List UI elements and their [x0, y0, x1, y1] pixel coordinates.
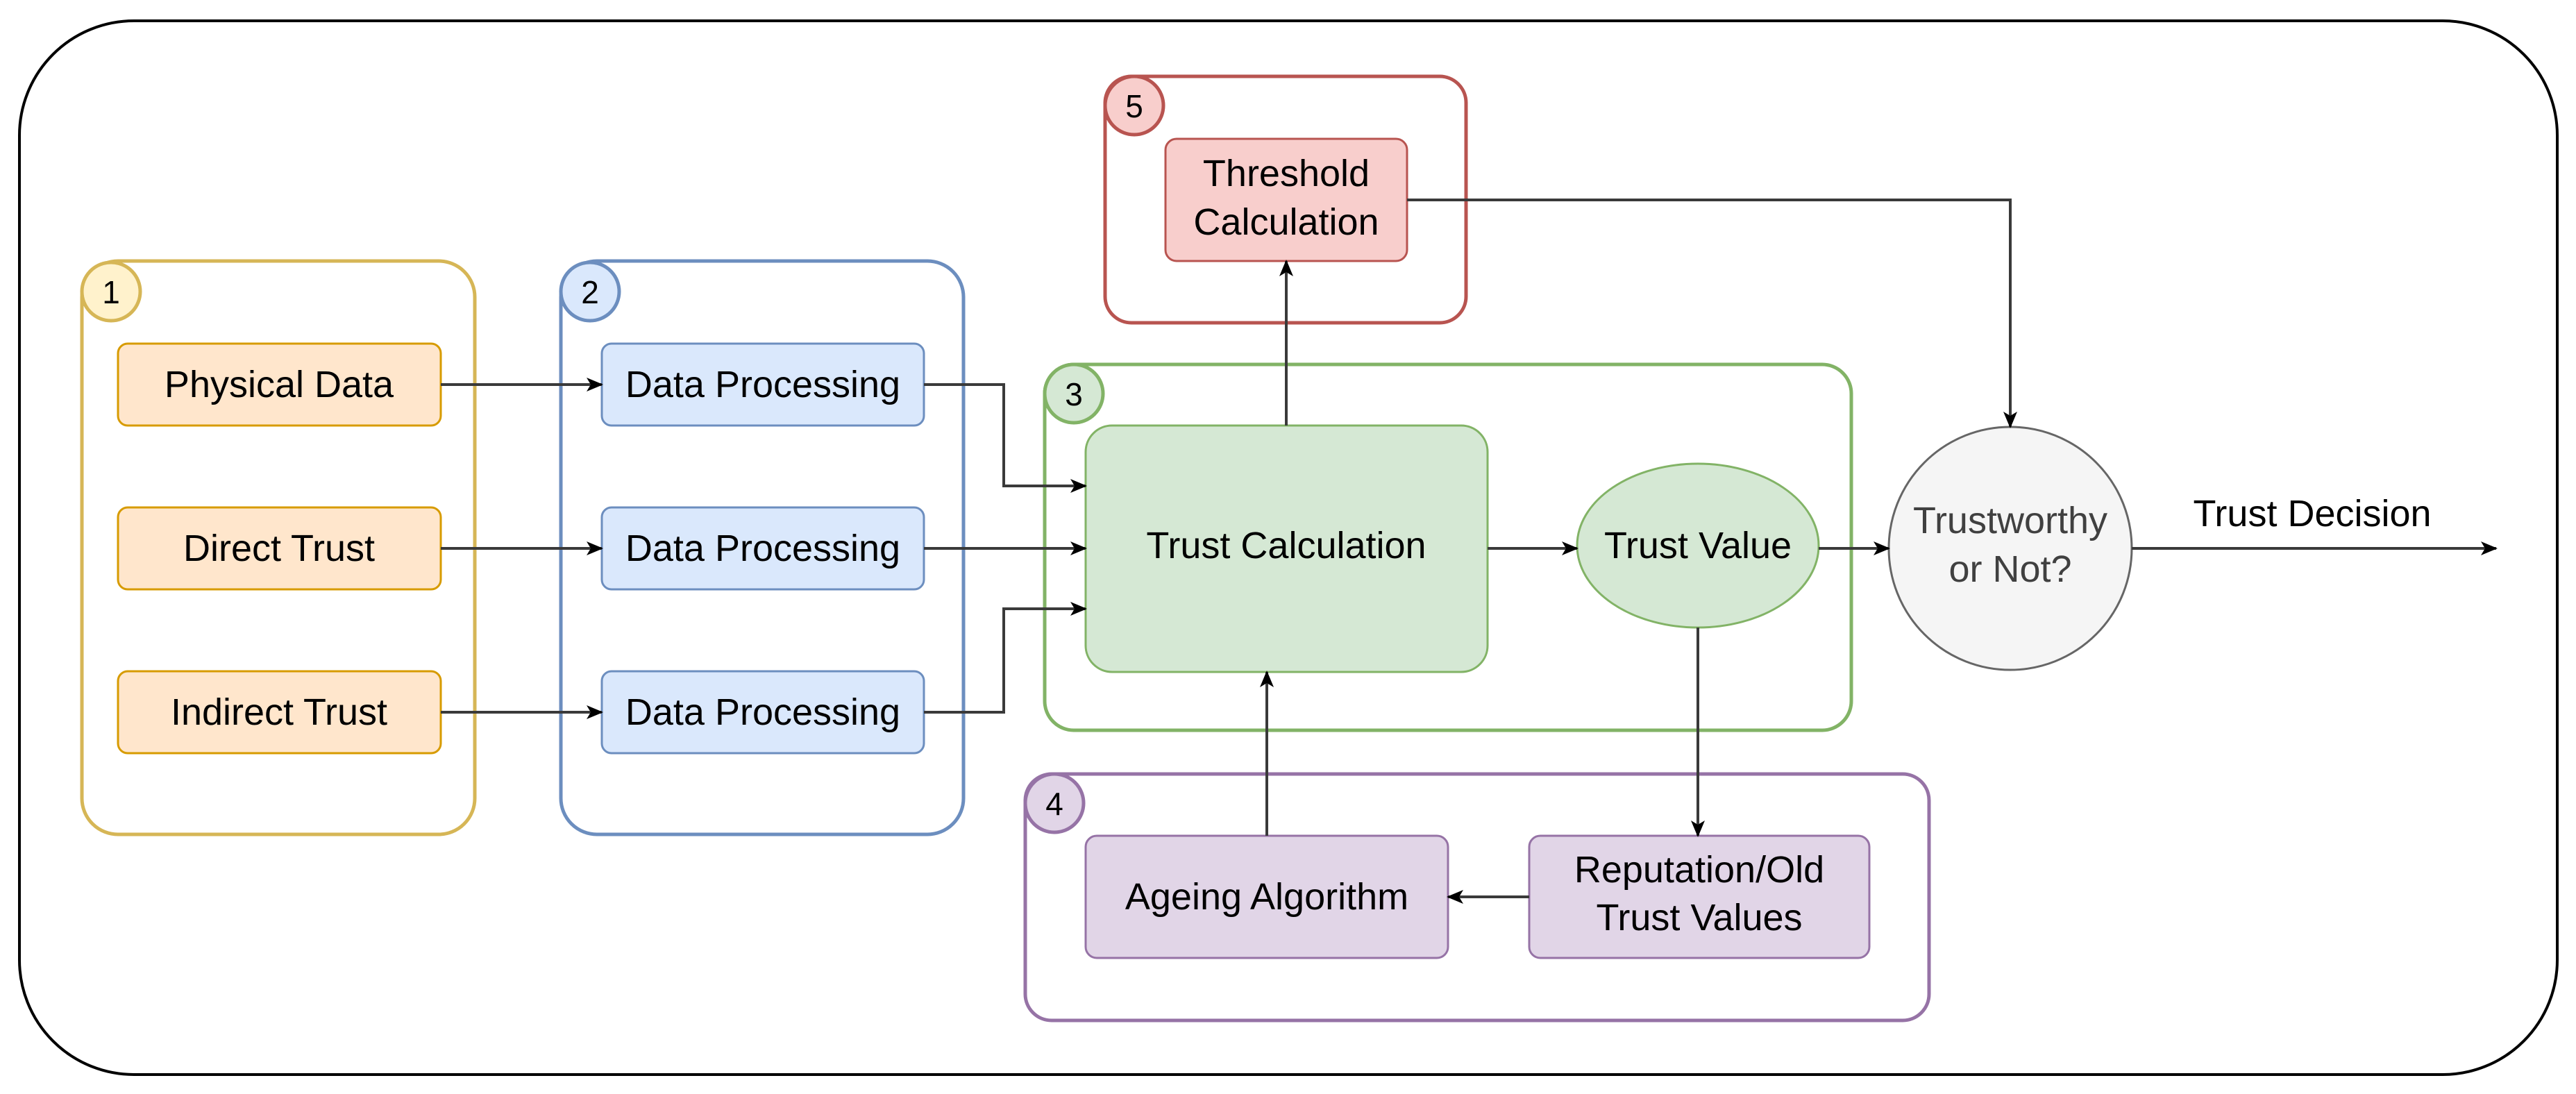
decision-label-line1: Trustworthy: [1913, 500, 2107, 541]
decision-group: Trustworthy or Not? Trust Decision: [1887, 426, 2432, 671]
group-3-badge: [1043, 362, 1105, 425]
trust-decision-label: Trust Decision: [2193, 493, 2431, 535]
group-5-number: 5: [1125, 88, 1143, 124]
connectors: [441, 199, 2498, 904]
trust-value-label: Trust Value: [1604, 525, 1792, 566]
decision-label-line2: or Not?: [1948, 548, 2071, 590]
group-5-badge: [1103, 74, 1165, 137]
group-3-number: 3: [1065, 376, 1083, 412]
group-4-container: [1023, 772, 1931, 1023]
data-processing-label-1: Data Processing: [625, 364, 900, 405]
group-2-badge: [559, 260, 621, 323]
reputation-label-line1: Reputation/Old: [1574, 849, 1824, 891]
threshold-label-line1: Threshold: [1203, 153, 1370, 194]
edge-processing-1-to-trust-calc: [924, 383, 1087, 493]
group-4-number: 4: [1045, 786, 1063, 822]
group-2-number: 2: [581, 274, 599, 310]
ageing-algorithm-label: Ageing Algorithm: [1125, 876, 1408, 918]
group-3-calculation: 3 Trust Calculation Trust Value: [1043, 362, 1853, 732]
group-1-inputs: 1 Physical Data Direct Trust Indirect Tr…: [80, 259, 477, 836]
direct-trust-label: Direct Trust: [183, 528, 375, 569]
indirect-trust-label: Indirect Trust: [171, 691, 387, 733]
physical-data-label: Physical Data: [165, 364, 394, 405]
threshold-label-line2: Calculation: [1193, 201, 1379, 243]
trust-calculation-label: Trust Calculation: [1146, 525, 1426, 566]
group-2-processing: 2 Data Processing Data Processing Data P…: [559, 259, 966, 836]
group-1-badge: [80, 260, 142, 323]
group-4-history: 4 Ageing Algorithm Reputation/Old Trust …: [1023, 772, 1931, 1023]
group-1-number: 1: [102, 274, 120, 310]
edge-threshold-to-decision: [1407, 199, 2017, 428]
edge-processing-3-to-trust-calc: [924, 602, 1087, 714]
data-processing-label-2: Data Processing: [625, 528, 900, 569]
group-4-badge: [1023, 772, 1086, 834]
data-processing-label-3: Data Processing: [625, 691, 900, 733]
reputation-label-line2: Trust Values: [1596, 897, 1802, 939]
